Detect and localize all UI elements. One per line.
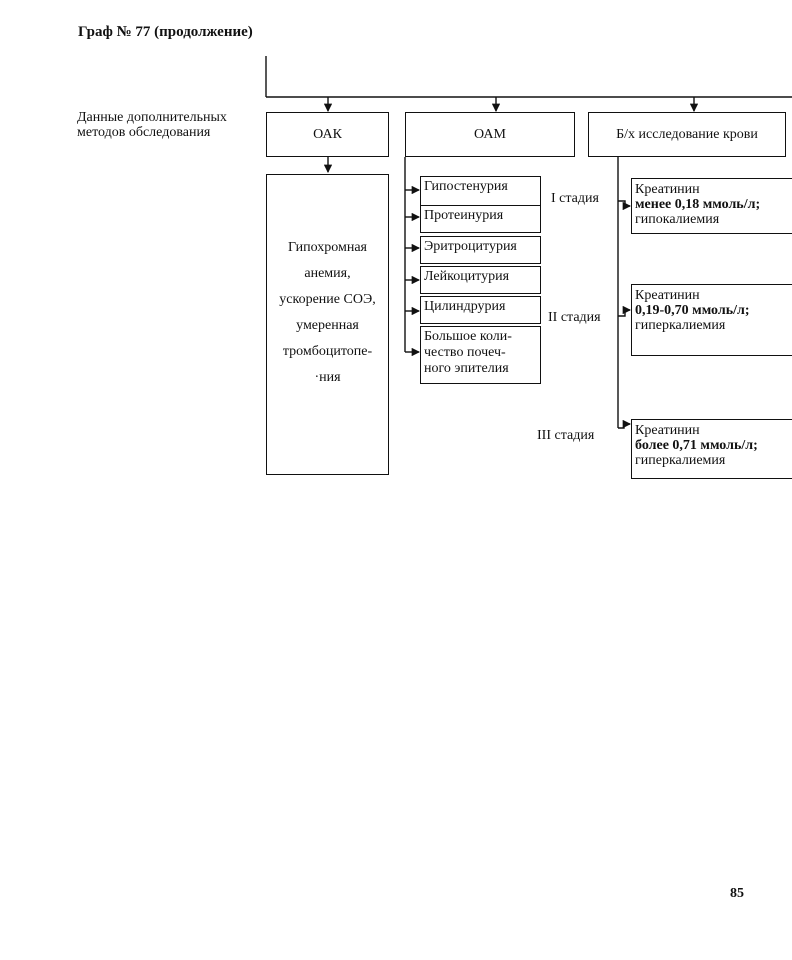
oam-item-text: Цилиндрурия (424, 299, 506, 314)
oam-item-text: Эритроцитурия (424, 239, 517, 254)
page-number: 85 (730, 886, 744, 901)
creatinine-label: Креатинин (635, 288, 700, 303)
page-title: Граф № 77 (продолжение) (78, 24, 253, 40)
bio-box: Б/х исследование крови (588, 112, 786, 157)
oam-item-text: Гипостенурия (424, 179, 508, 194)
creatinine-value: менее 0,18 ммоль/л; (635, 197, 761, 212)
oam-item-text: Большое коли- (424, 329, 512, 344)
oam-item-text: Протеинурия (424, 208, 504, 223)
creatinine-label: Креатинин (635, 182, 700, 197)
creatinine-value: более 0,71 ммоль/л; (635, 438, 758, 453)
potassium-status: гипокалиемия (635, 212, 720, 227)
stage-label-2: II стадия (548, 310, 601, 325)
arrow-stage-1 (618, 200, 632, 211)
oam-label: ОАМ (474, 126, 506, 142)
arrow-stage-3 (618, 419, 632, 429)
side-label-line-1: Данные дополнительных (77, 110, 227, 125)
oam-box: ОАМ (405, 112, 575, 157)
oak-finding-line: анемия, (304, 265, 351, 281)
arrow-stage-2 (618, 305, 632, 317)
oam-item-text: чество почеч- (424, 345, 506, 360)
oam-item-text: ного эпителия (424, 361, 509, 376)
creatinine-box-stage-3: Креатинин более 0,71 ммоль/л; гиперкалие… (631, 419, 792, 479)
oak-finding-line: Гипохромная (288, 239, 367, 255)
creatinine-label: Креатинин (635, 423, 700, 438)
oak-finding-line: умеренная (296, 317, 359, 333)
oam-item-cylindruria: Цилиндрурия (420, 296, 541, 324)
stage-label-3: III стадия (537, 428, 595, 443)
oam-item-renal-epithelium: Большое коли- чество почеч- ного эпители… (420, 326, 541, 384)
stage-label-1: I стадия (551, 191, 599, 206)
oam-item-proteinuria: Протеинурия (420, 205, 541, 233)
side-label: Данные дополнительных методов обследован… (77, 110, 227, 140)
oak-finding-line: тромбоцитопе- (282, 343, 373, 359)
potassium-status: гиперкалиемия (635, 453, 726, 468)
oak-label: ОАК (313, 126, 342, 142)
oam-item-hyposthenuria: Гипостенурия (420, 176, 541, 206)
oam-item-text: Лейкоцитурия (424, 269, 510, 284)
oak-box: ОАК (266, 112, 389, 157)
oam-item-erythrocyturia: Эритроцитурия (420, 236, 541, 264)
oak-finding-line: ·ния (314, 369, 341, 385)
creatinine-box-stage-1: Креатинин менее 0,18 ммоль/л; гипокалием… (631, 178, 792, 234)
potassium-status: гиперкалиемия (635, 318, 726, 333)
oam-item-leukocyturia: Лейкоцитурия (420, 266, 541, 294)
side-label-line-2: методов обследования (77, 125, 211, 140)
oak-findings-box: Гипохромная анемия, ускорение СОЭ, умере… (266, 174, 389, 475)
oak-finding-line: ускорение СОЭ, (279, 291, 376, 307)
creatinine-box-stage-2: Креатинин 0,19-0,70 ммоль/л; гиперкалием… (631, 284, 792, 356)
bio-label: Б/х исследование крови (616, 126, 758, 142)
creatinine-value: 0,19-0,70 ммоль/л; (635, 303, 750, 318)
